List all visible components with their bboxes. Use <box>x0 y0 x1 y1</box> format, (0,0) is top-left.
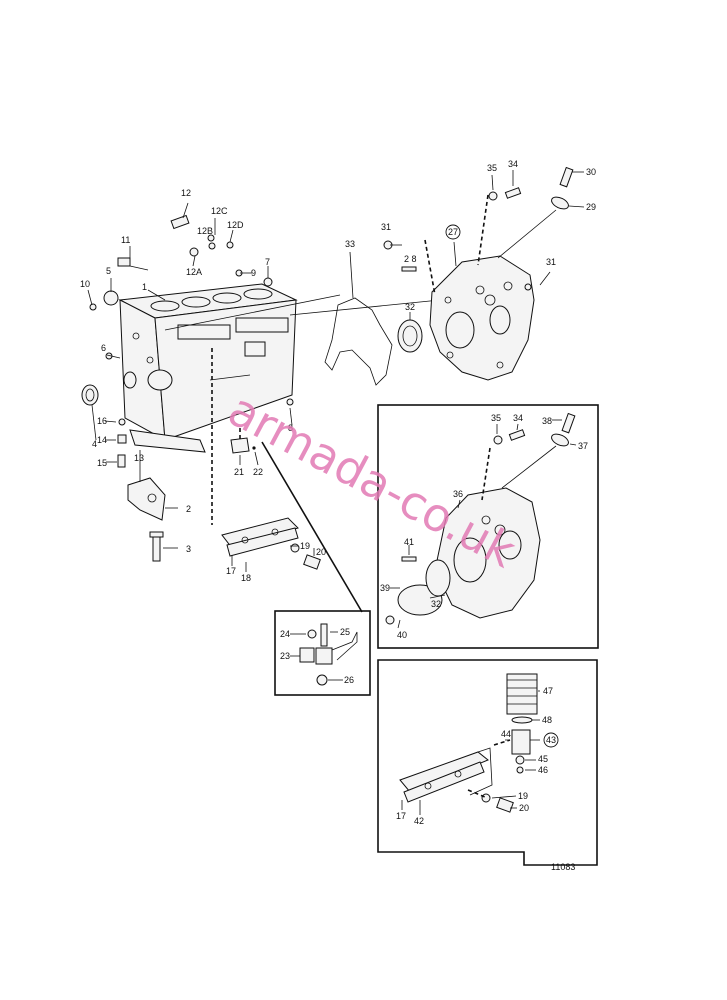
detail3-label-43-circle <box>543 732 559 748</box>
label-22: 22 <box>253 467 263 477</box>
label-35: 35 <box>487 163 497 173</box>
label-12: 12 <box>181 188 191 198</box>
seal-32 <box>397 312 423 353</box>
detail3-label-20: 20 <box>519 803 529 813</box>
label-27: 27 <box>448 227 458 237</box>
detail3-label-44: 44 <box>501 729 511 739</box>
label-13: 13 <box>134 453 144 463</box>
detail2-label-23: 23 <box>280 651 290 661</box>
detail1-label-32: 32 <box>431 599 441 609</box>
detail2-label-25: 25 <box>340 627 350 637</box>
detail3-label-48: 48 <box>542 715 552 725</box>
label-9: 9 <box>251 268 256 278</box>
detail-box-oil-filter <box>377 659 598 866</box>
label-5: 5 <box>106 266 111 276</box>
label-4: 4 <box>92 439 97 449</box>
label-34: 34 <box>508 159 518 169</box>
label-10: 10 <box>80 279 90 289</box>
label-31-right: 31 <box>546 257 556 267</box>
label-20: 20 <box>316 547 326 557</box>
figure-number: 11083 <box>551 862 575 872</box>
label-12b: 12B <box>197 226 213 236</box>
part-number-labels: 12 12C 12B 12D 12A 11 5 10 1 9 7 6 4 16 … <box>80 159 596 826</box>
label-14: 14 <box>97 435 107 445</box>
label-3: 3 <box>186 544 191 554</box>
detail3-label-47: 47 <box>543 686 553 696</box>
label-12c: 12C <box>211 206 228 216</box>
detail3-label-46: 46 <box>538 765 548 775</box>
detail3-label-42: 42 <box>414 816 424 826</box>
label-15: 15 <box>97 458 107 468</box>
detail3-label-19: 19 <box>518 791 528 801</box>
detail-box-flywheel-alt <box>377 404 599 649</box>
flywheel-housing <box>383 166 585 381</box>
detail3-label-17: 17 <box>396 811 406 821</box>
sump-frame-assembly <box>221 441 363 613</box>
label-33: 33 <box>345 239 355 249</box>
label-32: 32 <box>405 302 415 312</box>
label-12a: 12A <box>186 267 202 277</box>
engine-block <box>81 214 298 562</box>
label-18: 18 <box>241 573 251 583</box>
label-7: 7 <box>265 257 270 267</box>
label-28: 2 8 <box>404 254 417 264</box>
label-11: 11 <box>121 235 130 245</box>
label-31-top: 31 <box>381 222 391 232</box>
detail3-label-43: 43 <box>546 735 556 745</box>
detail1-label-39: 39 <box>380 583 390 593</box>
detail2-label-24: 24 <box>280 629 290 639</box>
detail-box-oil-pump <box>274 610 371 696</box>
watermark-text: armada-co.uk <box>220 382 525 578</box>
detail3-label-45: 45 <box>538 754 548 764</box>
label-6: 6 <box>101 343 106 353</box>
detail1-label-36: 36 <box>453 489 463 499</box>
gasket-33 <box>324 251 393 386</box>
label-8: 8 <box>288 423 293 433</box>
label-27-circle <box>445 224 461 240</box>
label-30: 30 <box>586 167 596 177</box>
label-1: 1 <box>142 282 147 292</box>
detail2-label-26: 26 <box>344 675 354 685</box>
detail1-label-38: 38 <box>542 416 552 426</box>
label-19: 19 <box>300 541 310 551</box>
label-17: 17 <box>226 566 236 576</box>
label-29: 29 <box>586 202 596 212</box>
detail1-label-41: 41 <box>404 537 414 547</box>
label-21: 21 <box>234 467 244 477</box>
label-12d: 12D <box>227 220 244 230</box>
detail1-label-40: 40 <box>397 630 407 640</box>
detail1-label-34: 34 <box>513 413 523 423</box>
detail1-label-35: 35 <box>491 413 501 423</box>
label-16: 16 <box>97 416 107 426</box>
block-leader-lines <box>87 202 441 549</box>
label-2: 2 <box>186 504 191 514</box>
detail1-label-37: 37 <box>578 441 588 451</box>
